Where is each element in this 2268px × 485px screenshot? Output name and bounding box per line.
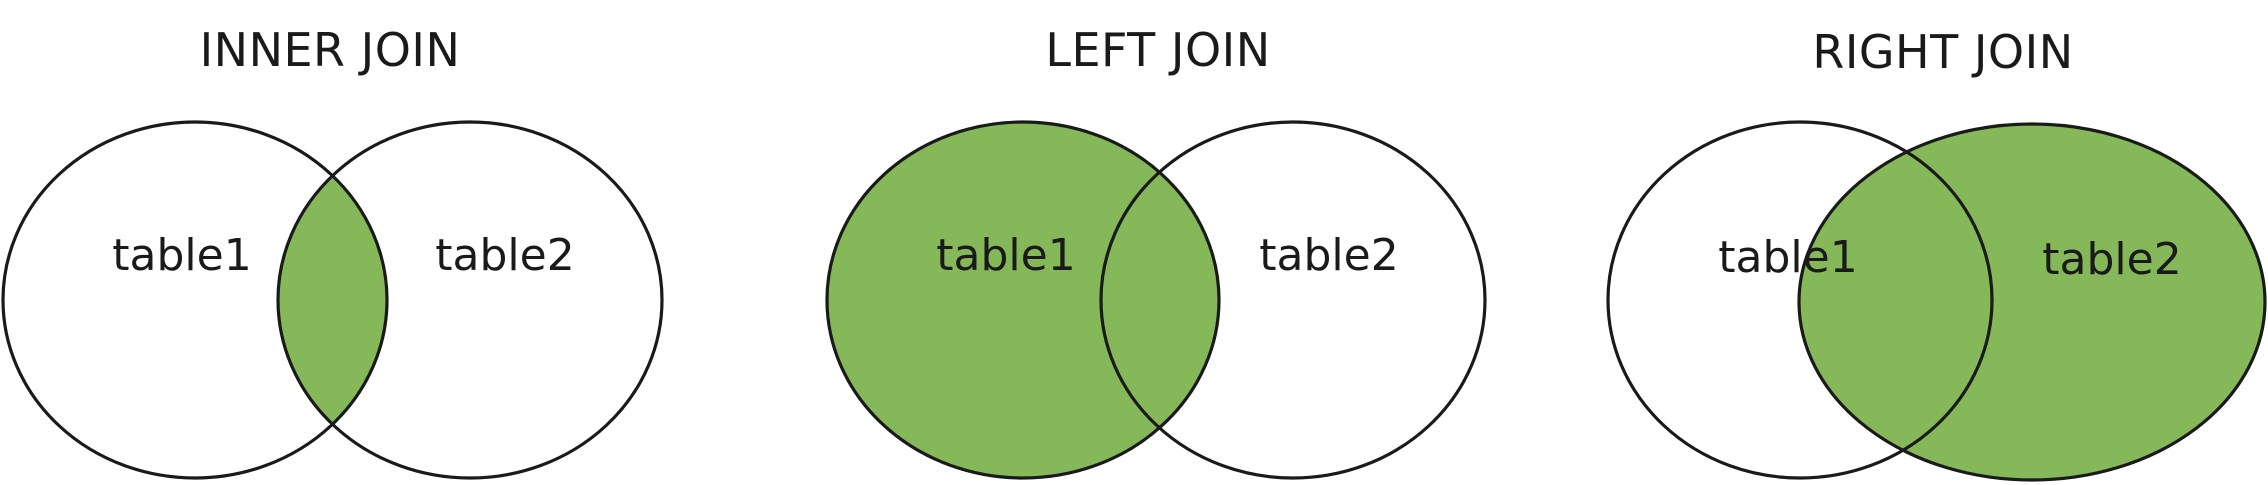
inner-join-right-circle (276, 120, 664, 480)
left-join-title: LEFT JOIN (1045, 23, 1270, 77)
inner-join-title: INNER JOIN (200, 23, 461, 77)
inner-join-left-circle (1, 120, 389, 480)
inner-join-left-label: table1 (112, 230, 251, 281)
left-join-right-circle (1099, 120, 1487, 480)
left-join-left-fill (827, 122, 1219, 478)
right-join-left-label: table1 (1718, 232, 1857, 283)
right-join-right-circle (1797, 122, 2267, 482)
right-join-left-circle (1606, 120, 1994, 480)
right-join-right-label: table2 (2042, 234, 2181, 285)
inner-join-diagram: INNER JOIN table1 table2 (1, 23, 664, 480)
right-join-diagram: RIGHT JOIN table1 table2 (1606, 25, 2267, 482)
left-join-left-label: table1 (936, 230, 1075, 281)
left-join-right-label: table2 (1259, 230, 1398, 281)
right-join-right-fill (1799, 124, 2265, 480)
inner-join-right-label: table2 (435, 230, 574, 281)
inner-join-intersection-fill (278, 122, 387, 478)
left-join-left-circle (825, 120, 1221, 480)
left-join-diagram: LEFT JOIN table1 table2 (825, 23, 1487, 480)
right-join-title: RIGHT JOIN (1812, 25, 2073, 79)
